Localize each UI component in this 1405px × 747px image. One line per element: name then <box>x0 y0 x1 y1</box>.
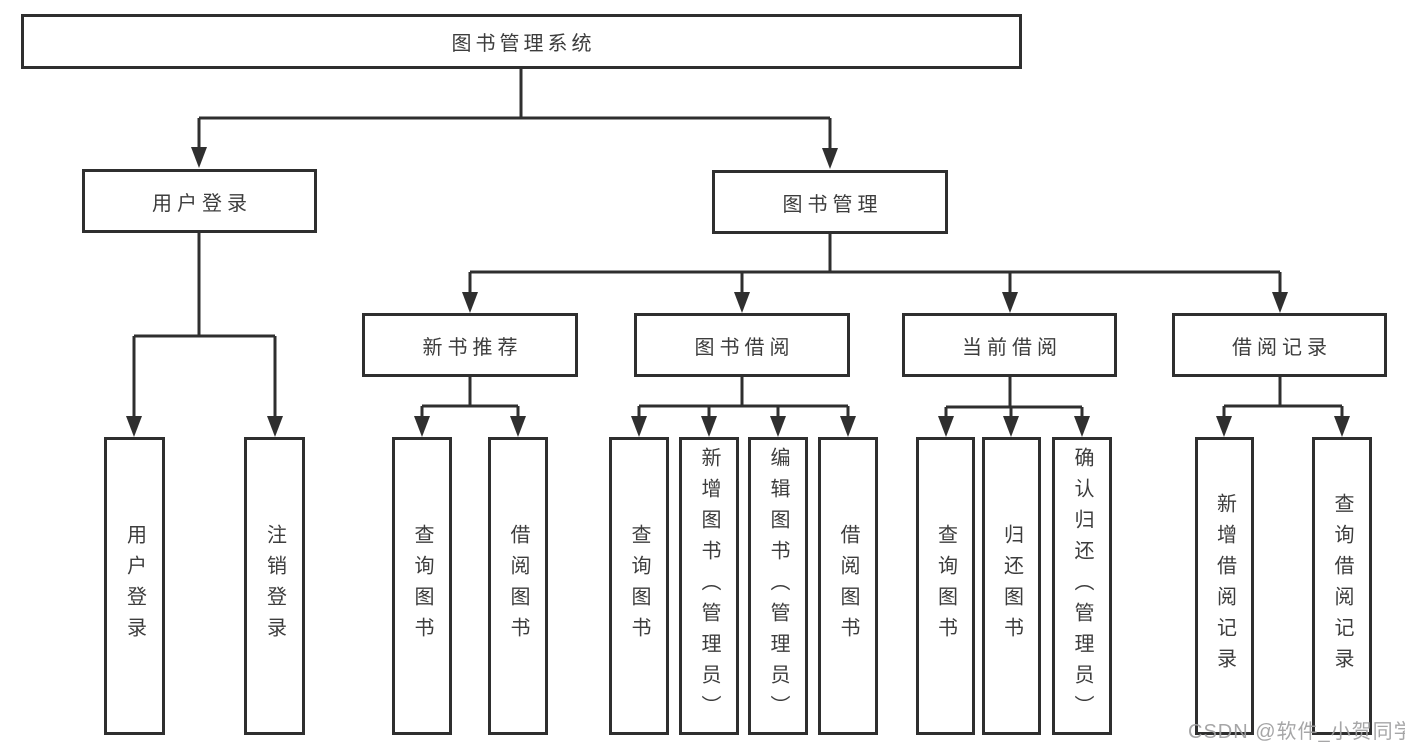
node-user-login-label: 用户登录 <box>152 192 252 215</box>
node-current-borrow: 当前借阅 <box>902 313 1117 377</box>
node-book-management-label: 图书管理 <box>782 193 883 216</box>
leaf-confirm-return-admin-label: 确认归还（管理员） <box>1071 446 1093 726</box>
leaf-edit-book-admin-label: 编辑图书（管理员） <box>767 446 789 726</box>
node-borrow-records-label: 借阅记录 <box>1232 336 1332 359</box>
node-borrow-records: 借阅记录 <box>1172 313 1387 377</box>
leaf-recommend-query-book-label: 查询图书 <box>411 524 433 648</box>
node-book-management: 图书管理 <box>712 170 948 234</box>
leaf-add-book-admin: 新增图书（管理员） <box>679 437 739 735</box>
node-new-book-recommend: 新书推荐 <box>362 313 578 377</box>
leaf-return-book: 归还图书 <box>982 437 1041 735</box>
node-new-book-recommend-label: 新书推荐 <box>422 336 523 359</box>
leaf-current-query-book: 查询图书 <box>916 437 975 735</box>
node-root-label: 图书管理系统 <box>451 33 596 55</box>
node-user-login: 用户登录 <box>82 169 317 233</box>
leaf-return-book-label: 归还图书 <box>1000 524 1023 648</box>
leaf-recommend-query-book: 查询图书 <box>392 437 452 735</box>
leaf-add-borrow-record: 新增借阅记录 <box>1195 437 1254 735</box>
leaf-logout-label: 注销登录 <box>263 524 286 648</box>
node-book-borrow: 图书借阅 <box>634 313 850 377</box>
leaf-user-login: 用户登录 <box>104 437 165 735</box>
leaf-add-book-admin-label: 新增图书（管理员） <box>698 446 720 726</box>
leaf-current-query-book-label: 查询图书 <box>934 524 957 648</box>
leaf-recommend-borrow-book: 借阅图书 <box>488 437 548 735</box>
leaf-add-borrow-record-label: 新增借阅记录 <box>1213 493 1236 679</box>
leaf-user-login-label: 用户登录 <box>123 524 146 648</box>
leaf-borrow-book: 借阅图书 <box>818 437 878 735</box>
leaf-edit-book-admin: 编辑图书（管理员） <box>748 437 808 735</box>
node-root: 图书管理系统 <box>21 14 1022 69</box>
node-book-borrow-label: 图书借阅 <box>694 336 795 359</box>
leaf-borrow-query-book-label: 查询图书 <box>628 524 650 648</box>
leaf-query-borrow-record-label: 查询借阅记录 <box>1331 493 1353 679</box>
node-current-borrow-label: 当前借阅 <box>962 336 1062 359</box>
csdn-watermark: CSDN @软件_小贺同学 <box>1188 721 1405 743</box>
leaf-confirm-return-admin: 确认归还（管理员） <box>1052 437 1112 735</box>
leaf-logout: 注销登录 <box>244 437 305 735</box>
leaf-recommend-borrow-book-label: 借阅图书 <box>507 524 529 648</box>
leaf-query-borrow-record: 查询借阅记录 <box>1312 437 1372 735</box>
leaf-borrow-query-book: 查询图书 <box>609 437 669 735</box>
leaf-borrow-book-label: 借阅图书 <box>837 524 859 648</box>
